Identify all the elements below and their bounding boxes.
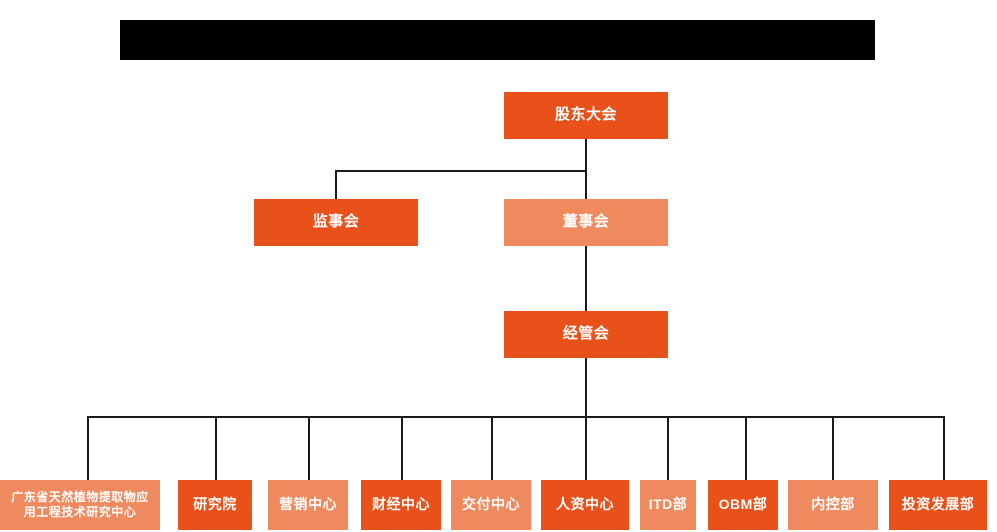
connector-to-delivery-center (491, 416, 493, 480)
connector-to-investment-development-department (943, 416, 945, 480)
node-marketing-center[interactable]: 营销中心 (268, 480, 348, 530)
connector-to-research-institute (215, 416, 217, 480)
connector-shareholders-down (585, 139, 587, 171)
node-label-marketing-center: 营销中心 (279, 496, 337, 513)
node-label-investment-development-department: 投资发展部 (901, 496, 975, 513)
connector-departments-bus (87, 416, 944, 418)
node-label-board-of-directors: 董事会 (562, 213, 610, 231)
connector-to-internal-control-department (832, 416, 834, 480)
node-board-of-directors[interactable]: 董事会 (504, 199, 668, 246)
node-label-management-committee: 经管会 (562, 325, 610, 343)
node-label-research-institute: 研究院 (193, 496, 237, 513)
connector-directors-to-management (585, 245, 587, 311)
node-label-obm-department: OBM部 (718, 496, 768, 513)
connector-to-hr-center (585, 416, 587, 480)
node-label-delivery-center: 交付中心 (462, 496, 520, 513)
node-obm-department[interactable]: OBM部 (708, 480, 778, 530)
node-hr-center[interactable]: 人资中心 (541, 480, 629, 530)
node-label-itd-department: ITD部 (648, 496, 688, 513)
connector-to-marketing-center (308, 416, 310, 480)
node-investment-development-department[interactable]: 投资发展部 (889, 480, 987, 530)
title-banner (120, 20, 875, 60)
node-shareholders-meeting[interactable]: 股东大会 (504, 92, 668, 139)
node-label-guangdong-research-center: 广东省天然植物提取物应 用工程技术研究中心 (11, 490, 149, 519)
connector-to-itd-department (667, 416, 669, 480)
connector-to-supervisors (335, 170, 337, 200)
connector-to-guangdong-research-center (87, 416, 89, 480)
node-research-institute[interactable]: 研究院 (178, 480, 252, 530)
node-label-shareholders-meeting: 股东大会 (554, 106, 617, 124)
node-internal-control-department[interactable]: 内控部 (788, 480, 878, 530)
node-label-hr-center: 人资中心 (556, 496, 614, 513)
node-finance-center[interactable]: 财经中心 (361, 480, 441, 530)
node-management-committee[interactable]: 经管会 (504, 311, 668, 358)
node-delivery-center[interactable]: 交付中心 (451, 480, 531, 530)
node-label-board-of-supervisors: 监事会 (312, 213, 360, 231)
connector-to-directors (585, 170, 587, 200)
node-label-finance-center: 财经中心 (372, 496, 430, 513)
node-itd-department[interactable]: ITD部 (640, 480, 696, 530)
connector-to-obm-department (745, 416, 747, 480)
node-label-internal-control-department: 内控部 (811, 496, 855, 513)
node-board-of-supervisors[interactable]: 监事会 (254, 199, 418, 246)
connector-management-down (585, 358, 587, 418)
connector-level2-bus (335, 170, 587, 172)
node-guangdong-research-center[interactable]: 广东省天然植物提取物应 用工程技术研究中心 (0, 480, 160, 530)
connector-to-finance-center (401, 416, 403, 480)
